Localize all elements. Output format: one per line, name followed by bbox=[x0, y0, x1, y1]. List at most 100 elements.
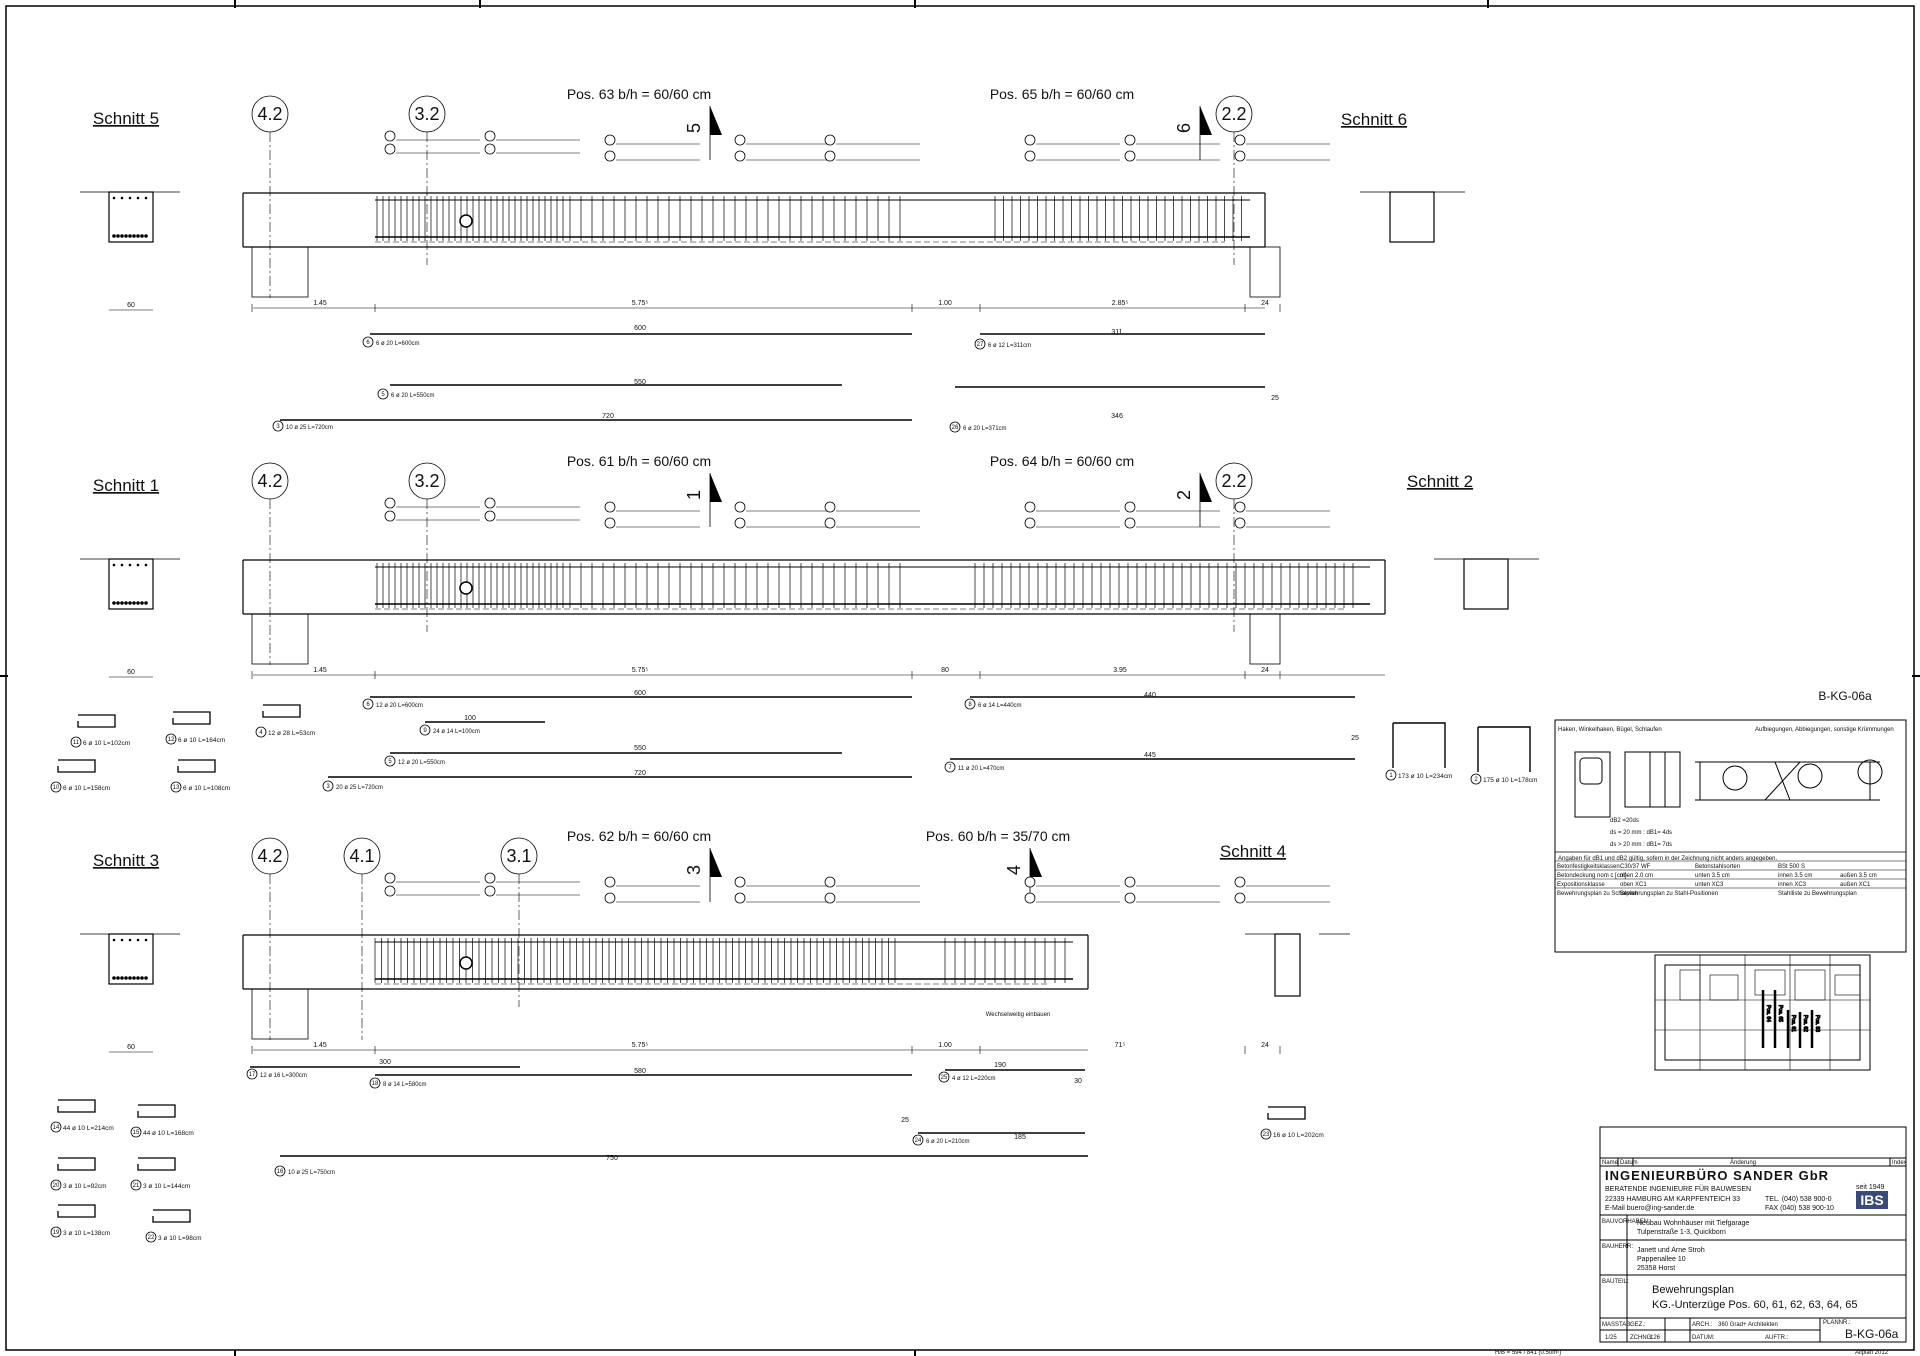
length-label: 100 bbox=[464, 715, 476, 722]
bent-bar-number-label: 20 bbox=[53, 1183, 60, 1189]
bar-number-label: 7 bbox=[948, 765, 952, 771]
cross-section-right bbox=[1245, 933, 1350, 997]
bent-bar-label: 3 ø 10 L=138cm bbox=[63, 1230, 110, 1237]
rebar-dot bbox=[116, 976, 120, 980]
bent-bar-number-label: 2 bbox=[1474, 777, 1478, 783]
bar-mark bbox=[1024, 876, 1036, 888]
bar-mark bbox=[734, 517, 746, 529]
bar-shape bbox=[57, 759, 96, 773]
bar-label: 4 ø 12 L=220cm bbox=[952, 1076, 996, 1082]
bent-bar-number bbox=[255, 726, 267, 738]
note-label: Wechselweitig einbauen bbox=[986, 1012, 1051, 1018]
bar-mark bbox=[824, 501, 836, 513]
stirrup-group bbox=[374, 938, 1066, 983]
bar-mark bbox=[1124, 517, 1136, 529]
bar-mark bbox=[1124, 501, 1136, 513]
rebar-dot bbox=[128, 563, 132, 567]
length-label: 580 bbox=[634, 1068, 646, 1075]
section-title-left: Schnitt 5 bbox=[93, 109, 159, 128]
bar-mark bbox=[484, 143, 496, 155]
rebar-dot bbox=[144, 976, 148, 980]
tb-date-label: DATUM: bbox=[1692, 1335, 1715, 1341]
length-label: 720 bbox=[634, 770, 646, 777]
bar-number-label: 26 bbox=[952, 425, 959, 431]
legend-formula-2: ds = 20 mm : dB1= 4ds bbox=[1610, 830, 1672, 836]
legend-formula-1: dB2 =20ds bbox=[1610, 818, 1639, 824]
length-label: 25 bbox=[901, 1117, 909, 1124]
cross-section-left: 60 bbox=[80, 191, 180, 311]
legend-cell: Betonfestigkeitsklassen bbox=[1557, 864, 1620, 870]
rebar-dot bbox=[144, 196, 148, 200]
dimension-label: 24 bbox=[1261, 300, 1269, 307]
bent-bar-number bbox=[145, 1231, 157, 1243]
cut-arrow bbox=[710, 106, 722, 135]
bar-number bbox=[272, 420, 284, 432]
bent-bar-label: 3 ø 10 L=92cm bbox=[63, 1183, 107, 1190]
length-label: 750 bbox=[606, 1155, 618, 1162]
key-plan: Pos. 64 Pos. 65 Pos. 61 Pos. 62 Pos. 63 bbox=[1654, 954, 1871, 1071]
rebar-dot bbox=[124, 976, 128, 980]
bar-mark bbox=[484, 872, 496, 884]
cross-section-left: 60 bbox=[80, 558, 180, 678]
dimension-label: 1.45 bbox=[313, 300, 327, 307]
bar-number bbox=[322, 780, 334, 792]
rebar-dot bbox=[128, 234, 132, 238]
bent-bar-number bbox=[170, 781, 182, 793]
bar-number-label: 6 bbox=[366, 702, 370, 708]
rebar-dot bbox=[112, 563, 116, 567]
length-label: 550 bbox=[634, 745, 646, 752]
section-width: 60 bbox=[127, 1044, 135, 1051]
bar-shape bbox=[177, 759, 216, 773]
rebar-callouts bbox=[384, 872, 1330, 904]
bar-number bbox=[384, 755, 396, 767]
bar-mark bbox=[384, 143, 396, 155]
bar-label: 24 ø 14 L=100cm bbox=[433, 729, 480, 735]
bent-bar-number bbox=[70, 736, 82, 748]
bent-bar-label: 6 ø 10 L=102cm bbox=[83, 740, 130, 747]
title-block: Name Datum Änderung Index INGENIEURBÜRO … bbox=[1599, 1126, 1907, 1343]
tb-company-sub: BERATENDE INGENIEURE FÜR BAUWESEN bbox=[1605, 1185, 1751, 1193]
drawing-subtitle: KG.-Unterzüge Pos. 60, 61, 62, 63, 64, 6… bbox=[1652, 1299, 1857, 1311]
axis-bubble-label: 4.2 bbox=[257, 846, 282, 866]
bent-bar-label: 6 ø 10 L=108cm bbox=[183, 785, 230, 792]
bar-mark bbox=[824, 892, 836, 904]
bar-number bbox=[369, 1077, 381, 1089]
dimension-label: 5.75⁵ bbox=[632, 300, 649, 307]
bar-shape bbox=[77, 714, 116, 728]
tb-scale: 1/25 bbox=[1605, 1335, 1617, 1341]
beam-position-title-2: Pos. 65 b/h = 60/60 cm bbox=[990, 86, 1134, 102]
plan-number: B-KG-06a bbox=[1845, 1327, 1899, 1341]
bar-mark bbox=[1124, 150, 1136, 162]
tb-tel: TEL. (040) 538 900-0 bbox=[1765, 1196, 1832, 1203]
tb-col-date: Datum bbox=[1620, 1160, 1638, 1166]
dimension-label: 71⁵ bbox=[1115, 1042, 1126, 1049]
bar-mark bbox=[1024, 150, 1036, 162]
length-label: 25 bbox=[1271, 395, 1279, 402]
bar-label: 10 ø 25 L=750cm bbox=[288, 1170, 335, 1176]
tb-company: INGENIEURBÜRO SANDER GbR bbox=[1605, 1168, 1829, 1183]
rebar-dot bbox=[124, 234, 128, 238]
tb-client: Janett und Arne Stroh bbox=[1637, 1247, 1705, 1254]
legend-formula-3: ds > 20 mm : dB1= 7ds bbox=[1610, 842, 1672, 848]
rebar-dot bbox=[144, 563, 148, 567]
bent-bar-number bbox=[130, 1179, 142, 1191]
tb-client-street: Pappenallee 10 bbox=[1637, 1256, 1686, 1263]
legend-cell: BSt 500 S bbox=[1778, 864, 1805, 870]
company-logo-text: IBS bbox=[1860, 1192, 1883, 1208]
bar-shape bbox=[137, 1157, 176, 1171]
bar-mark bbox=[484, 885, 496, 897]
bent-bar-number bbox=[1470, 773, 1482, 785]
rebar-dot bbox=[136, 938, 140, 942]
bar-label: 6 ø 12 L=311cm bbox=[988, 343, 1031, 349]
legend-cell: außen 3.5 cm bbox=[1840, 873, 1877, 879]
tb-fax: FAX (040) 538 900-10 bbox=[1765, 1205, 1834, 1212]
section-width: 60 bbox=[127, 669, 135, 676]
bar-mark bbox=[1024, 134, 1036, 146]
column-support bbox=[251, 246, 309, 298]
bar-number-label: 3 bbox=[276, 424, 280, 430]
legend-cell: unten XC3 bbox=[1695, 882, 1724, 888]
